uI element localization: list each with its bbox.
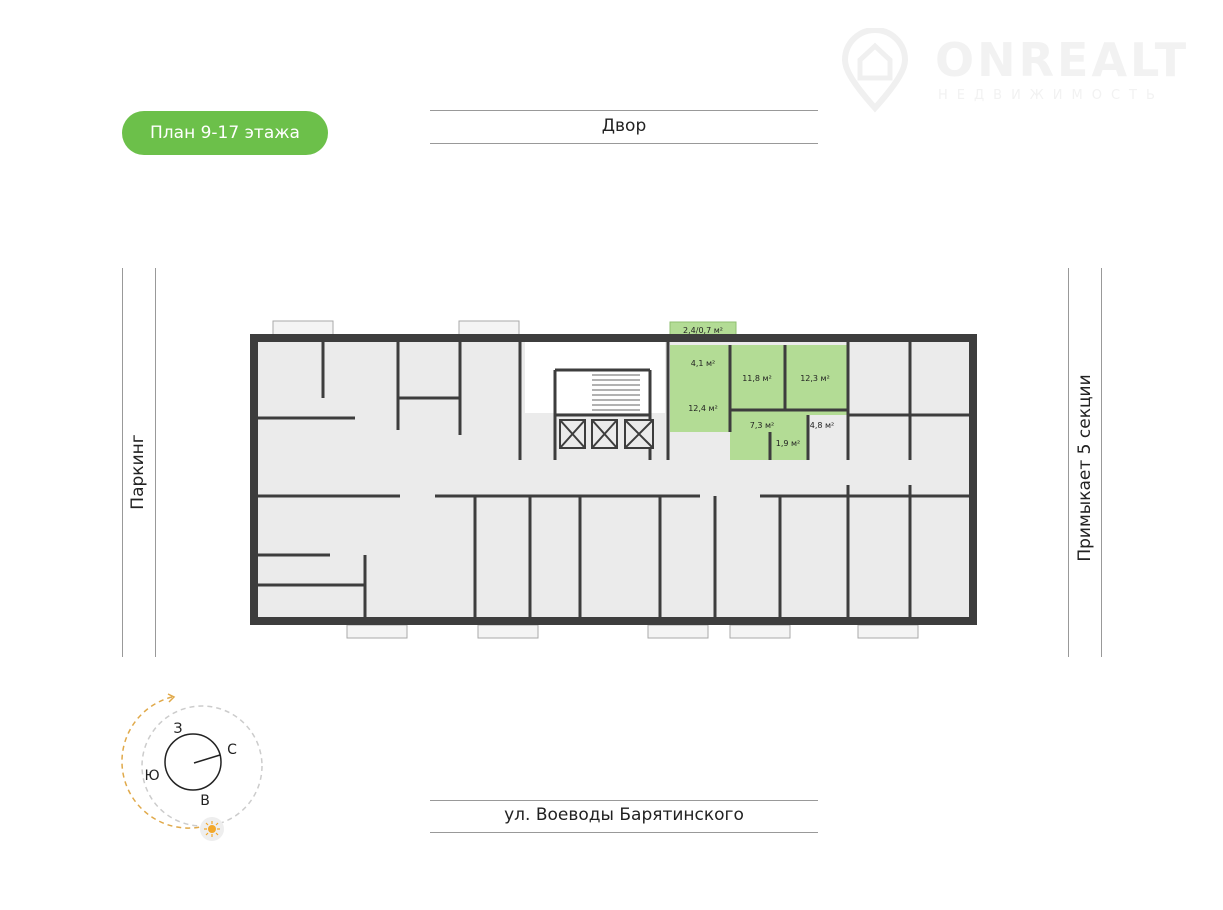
compass-south: Ю: [144, 768, 159, 784]
area-bedroom-1: 11,8 м²: [742, 374, 772, 383]
divider: [1101, 268, 1102, 657]
home-pin-icon: [841, 28, 909, 113]
divider: [430, 800, 818, 801]
area-corridor: 7,3 м²: [750, 421, 775, 430]
divider: [430, 143, 818, 144]
area-kitchen: 12,4 м²: [688, 404, 718, 413]
side-label-bottom: ул. Воеводы Барятинского: [504, 805, 744, 825]
divider: [1068, 268, 1069, 657]
elevators: [559, 419, 654, 449]
stairs: [592, 374, 640, 411]
compass: З С Ю В: [121, 693, 263, 841]
watermark-brand: ONREALT: [935, 33, 1190, 87]
divider: [430, 832, 818, 833]
area-bedroom-2: 12,3 м²: [800, 374, 830, 383]
divider: [122, 268, 123, 657]
divider: [430, 110, 818, 111]
divider: [155, 268, 156, 657]
watermark-logo: ONREALT НЕДВИЖИМОСТЬ: [840, 28, 1190, 113]
area-wc: 1,9 м²: [776, 439, 801, 448]
floor-plan-badge: План 9-17 этажа: [122, 111, 328, 155]
area-balcony: 2,4/0,7 м²: [683, 326, 723, 335]
watermark-tagline: НЕДВИЖИМОСТЬ: [938, 88, 1164, 103]
sun-icon: [200, 817, 224, 841]
area-hall: 4,1 м²: [691, 359, 716, 368]
area-bathroom: 4,8 м²: [810, 421, 835, 430]
highlighted-apartment[interactable]: [670, 345, 848, 460]
compass-west: З: [174, 721, 183, 737]
compass-east: В: [200, 793, 210, 809]
compass-north: С: [227, 742, 237, 758]
outer-walls: [250, 334, 977, 625]
interior-walls: [258, 342, 970, 621]
side-label-top: Двор: [601, 116, 647, 136]
